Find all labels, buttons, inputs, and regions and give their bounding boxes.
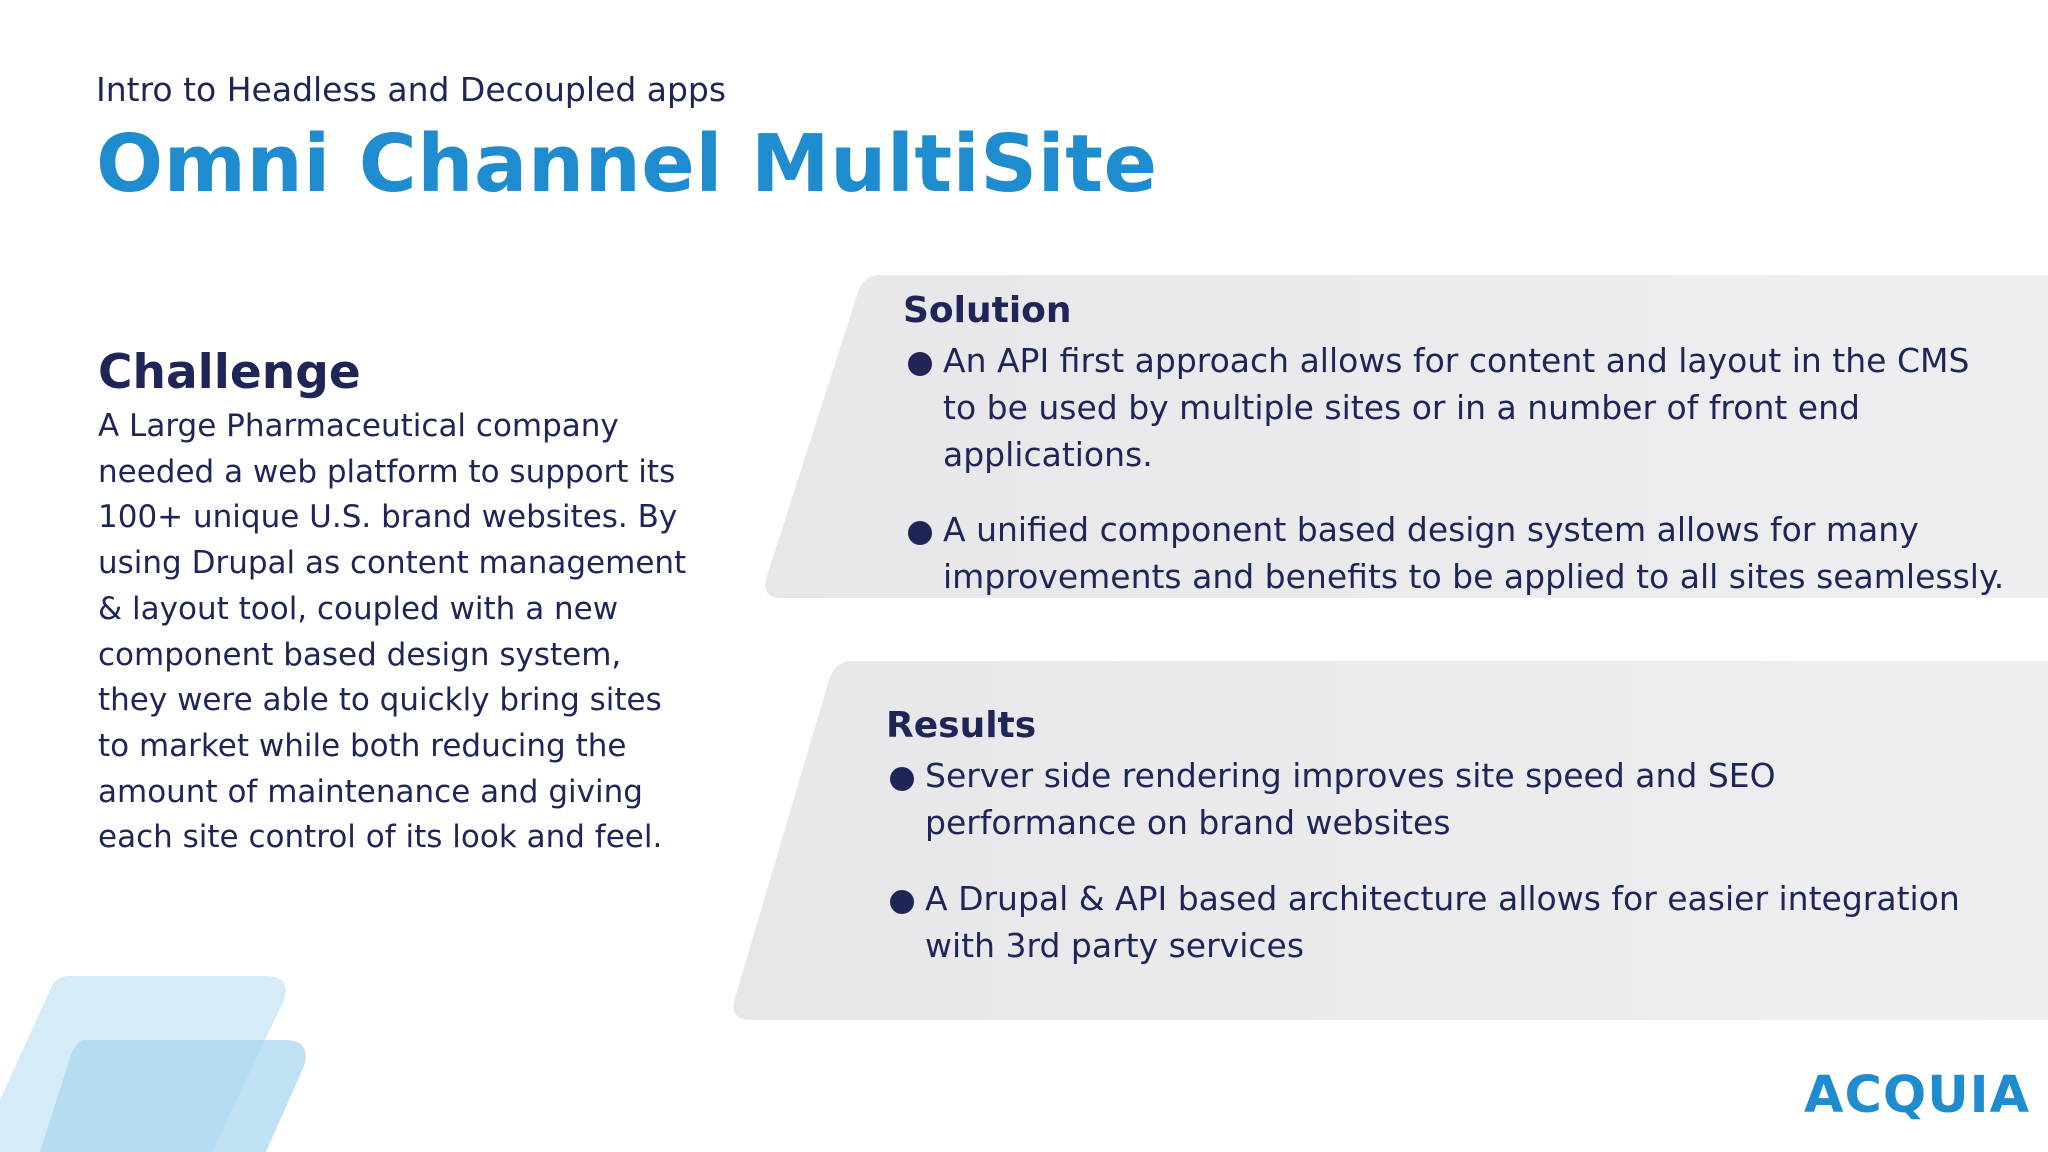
- bullet-line: Server side rendering improves site spee…: [925, 756, 1776, 795]
- challenge-line: each site control of its look and feel.: [98, 819, 663, 856]
- bullet-line: improvements and benefits to be applied …: [943, 557, 2005, 596]
- slide-subtitle: Intro to Headless and Decoupled apps: [96, 70, 727, 109]
- bullet-line: with 3rd party services: [925, 926, 1305, 965]
- results-bullet-1: Server side rendering improves site spee…: [890, 752, 1776, 846]
- bullet-line: applications.: [943, 435, 1153, 474]
- solution-panel: [765, 275, 2048, 598]
- challenge-heading: Challenge: [98, 345, 361, 400]
- acquia-logo: ACQUIA: [1804, 1066, 2031, 1125]
- challenge-line: they were able to quickly bring sites: [98, 682, 662, 719]
- challenge-line: 100+ unique U.S. brand websites. By: [98, 499, 678, 536]
- bullet-dot: [908, 352, 932, 376]
- challenge-line: component based design system,: [98, 636, 622, 673]
- bullet-dot: [890, 767, 914, 791]
- bullet-line: to be used by multiple sites or in a num…: [943, 388, 1860, 427]
- bullet-line: performance on brand websites: [925, 803, 1451, 842]
- bullet-dot: [890, 890, 914, 914]
- decor-shape-front: [40, 1040, 306, 1152]
- bullet-line: An API first approach allows for content…: [943, 341, 1970, 380]
- bullet-dot: [908, 521, 932, 545]
- challenge-line: needed a web platform to support its: [98, 453, 676, 490]
- solution-bullet-2: A unified component based design system …: [908, 506, 2005, 600]
- challenge-line: amount of maintenance and giving: [98, 773, 643, 810]
- challenge-line: using Drupal as content management: [98, 545, 687, 582]
- slide-title: Omni Channel MultiSite: [96, 118, 1158, 210]
- challenge-line: & layout tool, coupled with a new: [98, 590, 619, 627]
- solution-heading: Solution: [903, 290, 1072, 331]
- results-panel: [733, 661, 2048, 1020]
- solution-bullet-1: An API first approach allows for content…: [908, 337, 1970, 478]
- challenge-body: A Large Pharmaceutical company needed a …: [98, 404, 718, 861]
- bullet-line: A Drupal & API based architecture allows…: [925, 879, 1960, 918]
- challenge-line: A Large Pharmaceutical company: [98, 408, 619, 444]
- results-bullet-2: A Drupal & API based architecture allows…: [890, 875, 1960, 969]
- challenge-line: to market while both reducing the: [98, 727, 627, 764]
- results-heading: Results: [886, 705, 1037, 746]
- bullet-line: A unified component based design system …: [943, 510, 1919, 549]
